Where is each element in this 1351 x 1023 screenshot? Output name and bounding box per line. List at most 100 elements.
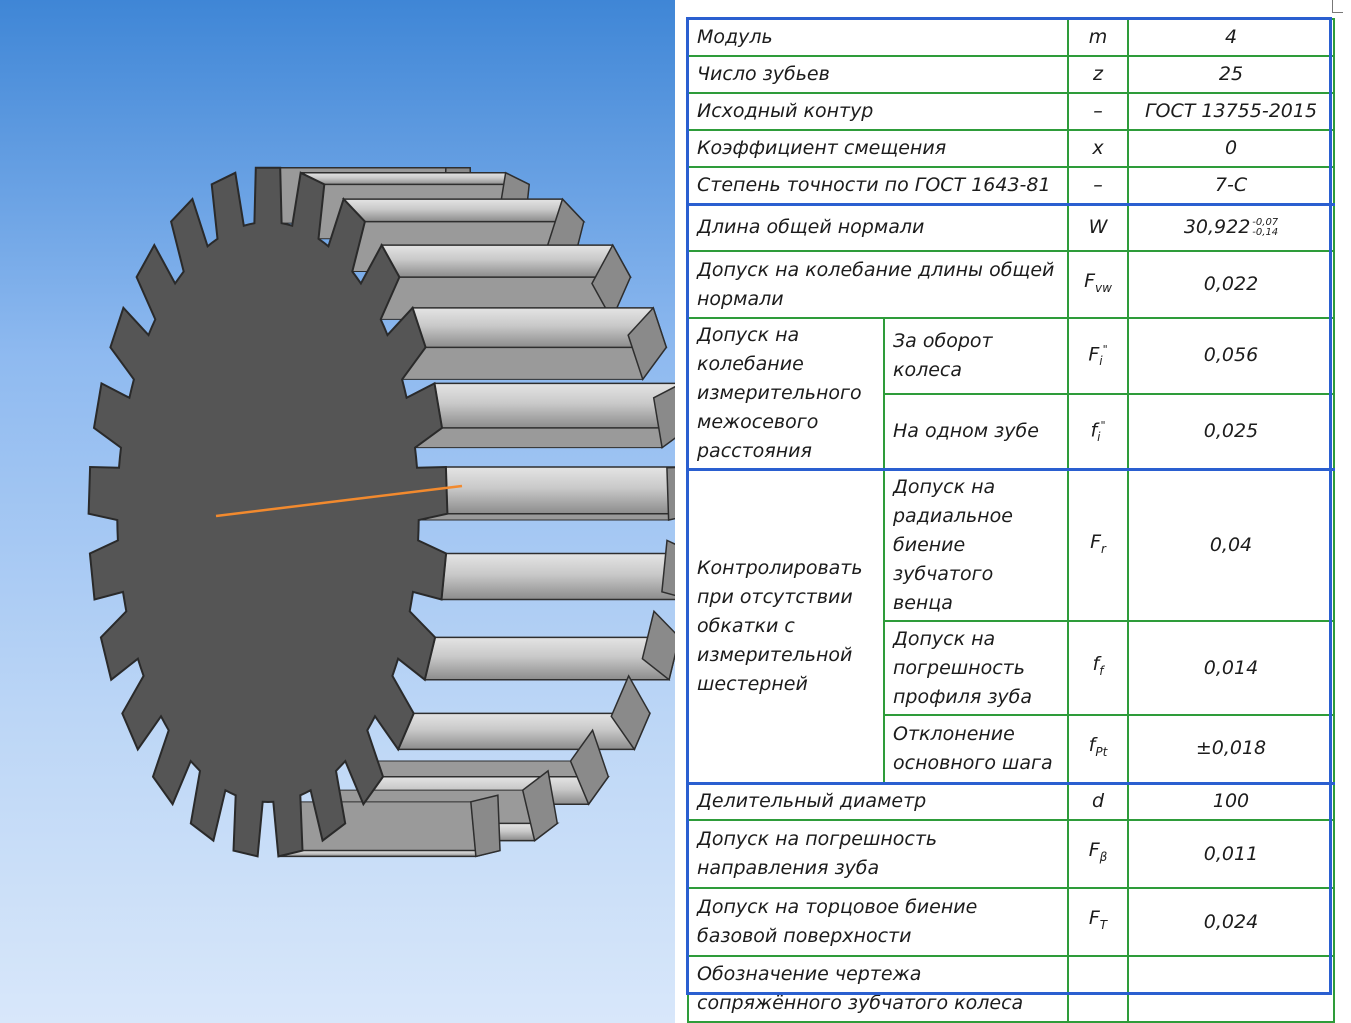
gear-axis-line xyxy=(215,484,463,518)
table-row: Делительный диаметр d 100 xyxy=(687,781,1335,821)
param-value xyxy=(1127,955,1335,1023)
param-symbol: z xyxy=(1067,55,1129,94)
gear-tooth-end xyxy=(470,794,501,858)
symbol-text: W xyxy=(1088,216,1108,239)
param-symbol: Fβ xyxy=(1067,819,1129,889)
symbol-text: F xyxy=(1090,530,1101,553)
gear-tooth-top xyxy=(440,552,675,601)
param-symbol: Fi" xyxy=(1067,317,1129,395)
param-name: Исходный контур xyxy=(687,92,1069,131)
table-row: Длина общей нормали W 30,922-0,07-0,14 xyxy=(687,202,1335,252)
param-name: Допуск на радиальное биение зубчатого ве… xyxy=(883,468,1069,622)
value-text: 0,014 xyxy=(1203,656,1259,679)
symbol-superscript: " xyxy=(1102,343,1108,357)
param-value: ±0,018 xyxy=(1127,714,1335,784)
symbol-subscript: T xyxy=(1099,917,1108,932)
param-value: 0 xyxy=(1127,129,1335,168)
param-symbol: d xyxy=(1067,781,1129,821)
tolerance-upper: -0,07 xyxy=(1252,216,1279,228)
symbol-text: f xyxy=(1088,733,1096,756)
symbol-subscript: i xyxy=(1097,429,1101,444)
param-symbol: W xyxy=(1067,202,1129,252)
symbol-subscript: r xyxy=(1101,541,1106,556)
param-symbol: Fr xyxy=(1067,468,1129,622)
spur-gear-3d-model xyxy=(87,166,675,858)
gear-tooth-end xyxy=(652,385,675,449)
value-text: 0,04 xyxy=(1209,534,1253,556)
param-value: 0,014 xyxy=(1127,620,1335,716)
table-row: Степень точности по ГОСТ 1643-81–7-С xyxy=(687,166,1335,205)
gear-teeth-extrusions xyxy=(255,167,675,858)
gear-front-face xyxy=(87,166,449,858)
param-name: Модуль xyxy=(687,18,1069,57)
param-name: Делительный диаметр xyxy=(687,781,1069,821)
param-symbol xyxy=(1067,955,1129,1023)
symbol-text: F xyxy=(1088,343,1100,366)
gear-body xyxy=(87,166,675,858)
value-text: 0,025 xyxy=(1203,419,1259,442)
value-text: 4 xyxy=(1224,26,1238,48)
param-name: Допуск на погрешность направления зуба xyxy=(687,819,1069,889)
symbol-text: – xyxy=(1093,100,1103,122)
symbol-text: z xyxy=(1093,63,1103,85)
table-row: Коэффициент смещения x 0 xyxy=(687,129,1335,168)
3d-viewport[interactable] xyxy=(0,0,675,1023)
table-row: Число зубьев z 25 xyxy=(687,55,1335,94)
param-value: 0,025 xyxy=(1127,392,1335,471)
value-text: 7-С xyxy=(1214,173,1248,196)
symbol-subscript: β xyxy=(1099,849,1108,864)
param-name: Допуск на торцовое биение базовой поверх… xyxy=(687,887,1069,957)
symbol-subscript: f xyxy=(1099,663,1104,678)
param-symbol: – xyxy=(1067,166,1129,205)
param-symbol: – xyxy=(1067,92,1129,131)
value-text: 0,022 xyxy=(1203,273,1259,295)
symbol-text: f xyxy=(1090,419,1098,442)
param-symbol: x xyxy=(1067,129,1129,168)
param-symbol: ff xyxy=(1067,620,1129,716)
gear-tooth-end xyxy=(661,539,675,597)
param-value: 0,022 xyxy=(1127,250,1335,319)
param-name: Длина общей нормали xyxy=(687,202,1069,252)
param-name: Коэффициент смещения xyxy=(687,129,1069,168)
gear-tooth-end xyxy=(610,674,651,751)
param-value: 0,024 xyxy=(1127,887,1335,957)
param-value: 30,922-0,07-0,14 xyxy=(1127,202,1335,252)
param-value: 25 xyxy=(1127,55,1335,94)
param-value: 0,056 xyxy=(1127,317,1335,395)
param-value: 7-С xyxy=(1127,166,1335,205)
param-symbol: FT xyxy=(1067,887,1129,957)
value-text: 0,011 xyxy=(1203,842,1259,865)
param-value: 0,011 xyxy=(1127,819,1335,889)
param-value: 4 xyxy=(1127,18,1335,57)
param-symbol: fi" xyxy=(1067,392,1129,471)
gear-tooth-top xyxy=(423,636,675,681)
param-symbol: m xyxy=(1067,18,1129,57)
param-group-name: Допуск на колебание измерительного межос… xyxy=(687,317,885,471)
param-name: Допуск на погрешность профиля зуба xyxy=(883,620,1069,716)
symbol-text: m xyxy=(1088,26,1108,48)
param-name: Число зубьев xyxy=(687,55,1069,94)
gear-tooth-top xyxy=(445,466,675,515)
symbol-text: – xyxy=(1093,173,1103,196)
gear-tooth-top xyxy=(278,849,501,858)
value-text: 0 xyxy=(1224,137,1238,159)
gear-tooth-end xyxy=(666,466,675,521)
gear-tooth-flank xyxy=(272,801,477,857)
symbol-text: x xyxy=(1092,137,1104,159)
gear-tooth-end xyxy=(569,728,610,806)
corner-mark xyxy=(1332,0,1343,13)
param-value: 100 xyxy=(1127,781,1335,821)
value-text: ГОСТ 13755-2015 xyxy=(1144,100,1318,122)
symbol-text: d xyxy=(1091,790,1105,813)
param-group-name: Контролировать при отсутствии обкатки с … xyxy=(687,468,885,784)
value-text: 30,922 xyxy=(1183,216,1251,239)
symbol-subscript: Pt xyxy=(1095,744,1108,759)
symbol-text: F xyxy=(1088,839,1100,862)
